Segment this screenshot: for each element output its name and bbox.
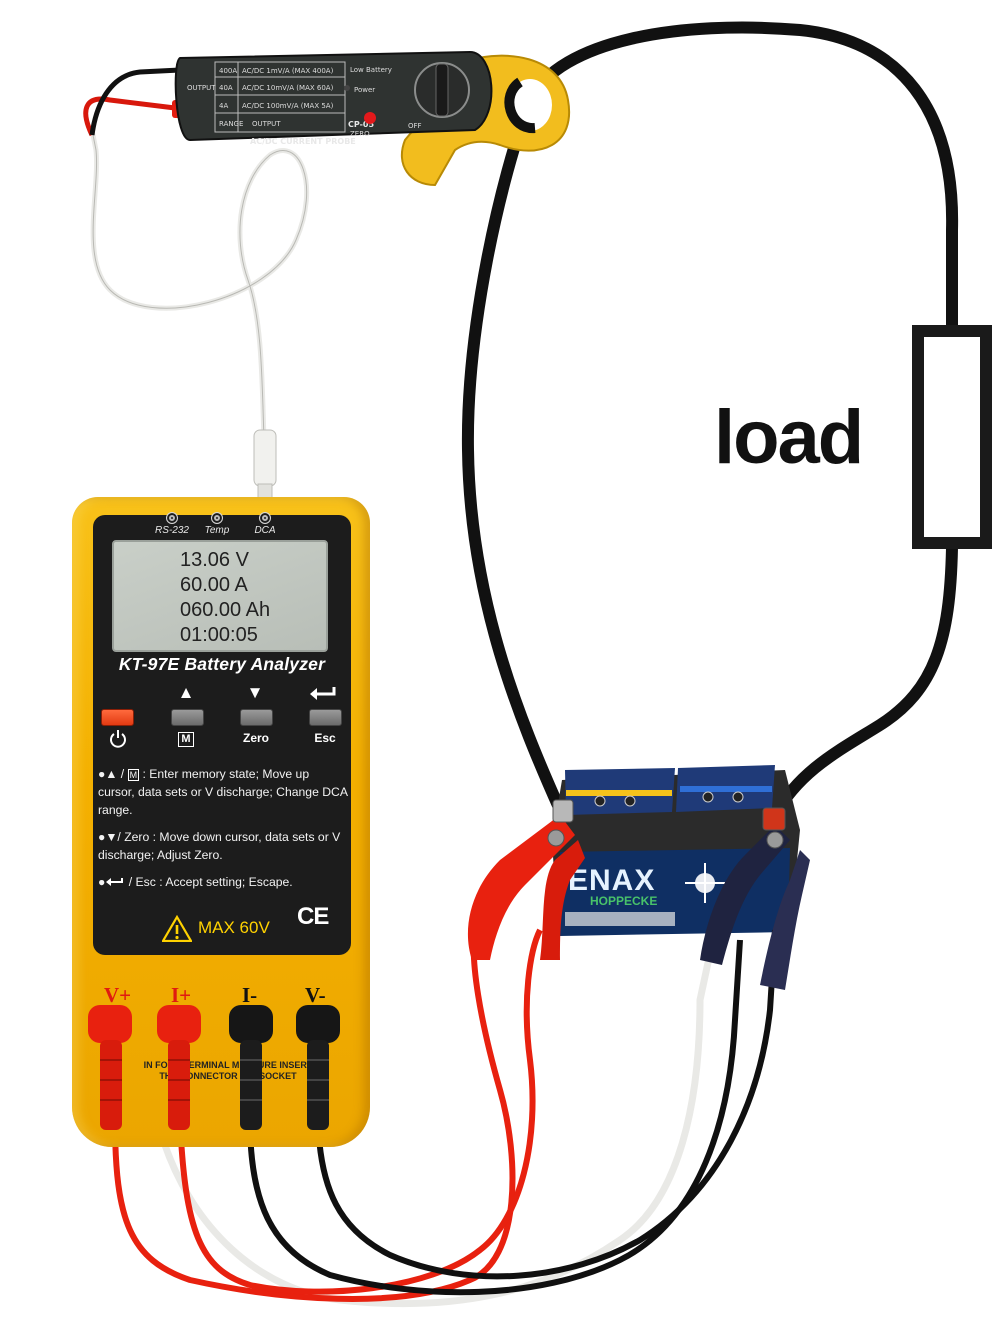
- lcd-time: 01:00:05: [180, 624, 258, 646]
- jack-label-i-plus: I+: [171, 983, 192, 1007]
- enter-arrow-icon: [310, 687, 336, 700]
- probe-output-1: AC/DC 1mV/A (MAX 400A): [242, 67, 334, 75]
- probe-range-header: RANGE: [219, 120, 243, 128]
- port-label: DCA: [254, 525, 276, 536]
- port-dca[interactable]: DCA: [243, 512, 287, 536]
- meter-brand: KT-97E Battery Analyzer: [118, 654, 326, 674]
- lcd-display: 13.06 V 60.00 A 060.00 Ah 01:00:05: [112, 540, 328, 652]
- probe-zero-button[interactable]: [364, 112, 376, 124]
- probe-cable-plug: [253, 429, 277, 487]
- ce-mark: CE: [297, 903, 329, 930]
- port-rs232[interactable]: RS-232: [150, 512, 194, 536]
- probe-cable-white: [89, 127, 310, 443]
- lcd-current: 60.00 A: [180, 574, 248, 596]
- port-icon: [211, 512, 223, 524]
- enter-arrow-icon: [106, 878, 124, 886]
- down-arrow-icon: ▼: [246, 683, 264, 702]
- red-battery-clip: [467, 799, 585, 960]
- max-voltage-warning: MAX 60V: [162, 913, 270, 943]
- up-memory-button[interactable]: [171, 709, 204, 726]
- insert-instruction: IN FOUR TERMINAL MEASURE INSERT THE CONN…: [143, 1060, 313, 1081]
- lcd-capacity: 060.00 Ah: [180, 599, 271, 621]
- clamp-probe: 400A AC/DC 1mV/A (MAX 400A) 40A AC/DC 10…: [174, 50, 571, 187]
- port-temp[interactable]: Temp: [195, 512, 239, 536]
- jack-label-v-plus: V+: [104, 983, 132, 1007]
- probe-off-label: OFF: [408, 122, 422, 130]
- help-line-3: ● / Esc : Accept setting; Escape.: [98, 875, 293, 889]
- jack-label-v-minus: V-: [305, 983, 326, 1007]
- probe-model: CP-05: [348, 120, 374, 129]
- warning-text: MAX 60V: [198, 918, 270, 937]
- black-battery-clip: [700, 807, 810, 990]
- up-arrow-icon: ▲: [177, 683, 195, 702]
- battery-brand-2: HOPPECKE: [590, 894, 657, 908]
- help-line-1: ●▲ / M : Enter memory state; Move up cur…: [98, 767, 348, 817]
- power-icon: [110, 730, 126, 748]
- meter-help-text: ●▲ / M : Enter memory state; Move up cur…: [98, 765, 348, 900]
- probe-power-led: [344, 85, 350, 91]
- port-label: Temp: [204, 525, 230, 536]
- probe-range-3: 4A: [219, 102, 228, 110]
- probe-type-label: AC/DC CURRENT PROBE: [250, 137, 356, 146]
- lead-v-plus-red: [112, 929, 516, 1302]
- help-line-2: ●▼/ Zero : Move down cursor, data sets o…: [98, 830, 341, 862]
- down-zero-button[interactable]: [240, 709, 273, 726]
- port-icon: [259, 512, 271, 524]
- port-icon: [166, 512, 178, 524]
- warning-triangle-icon: [162, 914, 192, 942]
- battery-brand: ENAX: [568, 864, 655, 897]
- meter-port-row: RS-232 Temp DCA: [150, 512, 290, 540]
- probe-zero-label: ZERO: [350, 130, 370, 138]
- port-label: RS-232: [155, 525, 189, 536]
- load-resistor-inner: [924, 337, 980, 537]
- lcd-voltage: 13.06 V: [180, 549, 249, 571]
- measurement-leads: [112, 928, 778, 1308]
- probe-output-3: AC/DC 100mV/A (MAX 5A): [242, 102, 334, 110]
- esc-key-label: Esc: [314, 731, 336, 745]
- probe-output-jack-label: OUTPUT: [187, 84, 216, 92]
- probe-power-label: Power: [354, 86, 375, 94]
- lead-i-plus-red: [177, 928, 543, 1295]
- zero-key-label: Zero: [242, 731, 269, 745]
- memory-key-label: M: [170, 731, 202, 747]
- probe-range-2: 40A: [219, 84, 233, 92]
- probe-lead-black: [89, 67, 181, 136]
- probe-low-battery: Low Battery: [350, 66, 392, 74]
- probe-range-1: 400A: [219, 67, 237, 75]
- probe-lead-red: [83, 96, 176, 137]
- jack-label-i-minus: I-: [242, 983, 258, 1007]
- lead-i-minus-black: [247, 939, 743, 1296]
- probe-output-header: OUTPUT: [252, 120, 281, 128]
- probe-output-2: AC/DC 10mV/A (MAX 60A): [242, 84, 334, 92]
- power-button[interactable]: [101, 709, 134, 726]
- lead-v-minus-black: [315, 929, 778, 1280]
- load-label: load: [714, 395, 864, 480]
- enter-esc-button[interactable]: [309, 709, 342, 726]
